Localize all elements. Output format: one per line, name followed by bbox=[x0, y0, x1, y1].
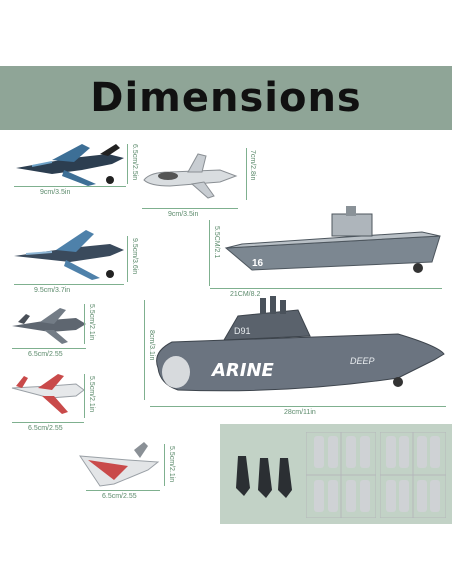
red-stealth-jet-image bbox=[79, 442, 160, 487]
red-white-jet-height-line bbox=[84, 374, 85, 418]
red-white-jet-width-line bbox=[12, 422, 84, 423]
gray-jet-width-line bbox=[12, 348, 86, 349]
white-jet-width: 9cm/3.5in bbox=[168, 211, 199, 218]
blue-camo-jet-width-line bbox=[14, 186, 126, 187]
blue-camo-jet-width: 9cm/3.5in bbox=[40, 189, 71, 196]
submarine-width: 28cm/11in bbox=[284, 409, 316, 416]
blue-jet-2-image bbox=[14, 230, 124, 280]
aircraft-carrier-image: 16 bbox=[224, 206, 441, 273]
red-stealth-jet-width: 6.5cm/2.55 bbox=[102, 493, 137, 500]
blue-jet-2-width: 9.5cm/3.7in bbox=[34, 287, 71, 294]
red-white-jet-height: 5.5cm/2.1in bbox=[88, 376, 95, 413]
page-title: Dimensions bbox=[90, 75, 362, 121]
submarine-height: 8cm/3.1in bbox=[148, 330, 155, 361]
gray-jet-height: 5.5cm/2.1in bbox=[88, 304, 95, 341]
white-jet-height: 7cm/2.8in bbox=[249, 150, 256, 181]
white-jet-height-line bbox=[246, 148, 247, 200]
carrier-hull-number: 16 bbox=[252, 258, 264, 269]
carrier-width: 21CM/8.2 bbox=[230, 291, 261, 298]
red-white-jet-width: 6.5cm/2.55 bbox=[28, 425, 63, 432]
torpedo-missiles-image bbox=[236, 456, 292, 498]
red-stealth-jet-height-line bbox=[164, 444, 165, 486]
white-jet-front-image bbox=[143, 153, 238, 199]
blue-camo-jet-height: 6.5cm/2.5in bbox=[131, 144, 138, 181]
accessories-panel bbox=[220, 424, 452, 524]
gray-jet-image bbox=[12, 308, 86, 344]
gray-jet-width: 6.5cm/2.55 bbox=[28, 351, 63, 358]
title-banner bbox=[0, 66, 452, 130]
missile-sprue-left-image bbox=[306, 432, 376, 518]
missile-sprue-right-image bbox=[380, 432, 446, 518]
submarine-brand-text: ARINE bbox=[210, 360, 275, 381]
gray-jet-height-line bbox=[84, 304, 85, 344]
submarine-hull-number: D91 bbox=[234, 326, 251, 336]
white-jet-width-line bbox=[142, 208, 238, 209]
submarine-width-line bbox=[150, 406, 446, 407]
blue-camo-jet-height-line bbox=[127, 144, 128, 184]
carrier-height-line bbox=[209, 220, 210, 286]
blue-jet-2-height: 9.5cm/3.6in bbox=[131, 238, 138, 275]
submarine-logo-text: DEEP bbox=[350, 356, 375, 366]
red-stealth-jet-height: 5.5cm/2.1in bbox=[168, 446, 175, 483]
submarine-image: D91 ARINE DEEP bbox=[156, 296, 445, 392]
red-white-jet-image bbox=[11, 374, 85, 414]
carrier-width-line bbox=[210, 288, 442, 289]
blue-camo-jet-image bbox=[16, 144, 124, 186]
red-stealth-jet-width-line bbox=[86, 490, 160, 491]
blue-jet-2-height-line bbox=[127, 236, 128, 282]
blue-jet-2-width-line bbox=[14, 284, 124, 285]
carrier-height: 5.5CM/2.1 bbox=[213, 226, 220, 259]
submarine-height-line bbox=[144, 300, 145, 400]
